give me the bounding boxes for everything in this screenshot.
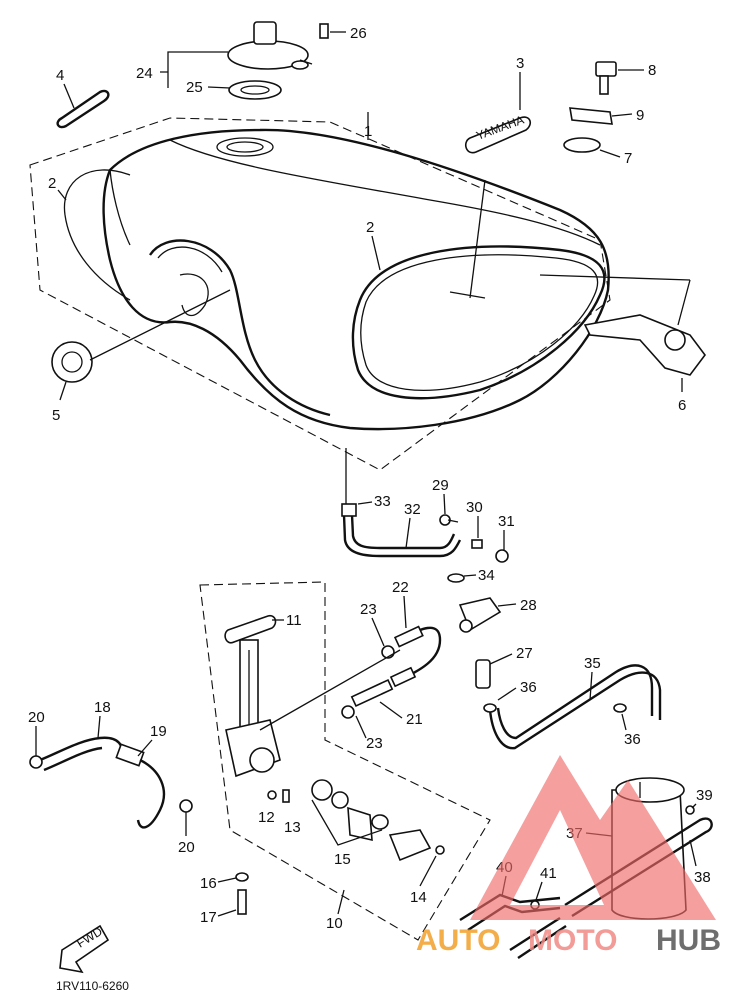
clip-34: [447, 573, 465, 583]
callout-41: 41: [540, 865, 557, 882]
washer-16: [235, 872, 249, 882]
callout-22: 22: [392, 579, 409, 596]
callout-29: 29: [432, 477, 449, 494]
callout-3: 3: [516, 55, 524, 72]
callout-36b: 36: [624, 731, 641, 748]
damper-7: [563, 137, 601, 153]
callout-31: 31: [498, 513, 515, 530]
bolt-8: [595, 61, 617, 95]
callout-28: 28: [520, 597, 537, 614]
watermark-moto: MOTO: [528, 924, 617, 957]
clip-36a: [483, 703, 497, 713]
callout-36a: 36: [520, 679, 537, 696]
callout-24: 24: [136, 65, 153, 82]
callout-4: 4: [56, 67, 64, 84]
callout-38: 38: [694, 869, 711, 886]
clip-36b: [613, 703, 627, 713]
callout-13: 13: [284, 819, 301, 836]
callout-17: 17: [200, 909, 217, 926]
callout-19: 19: [150, 723, 167, 740]
gasket-11: [224, 614, 277, 644]
part-code: 1RV110-6260: [56, 979, 129, 993]
callout-15: 15: [334, 851, 351, 868]
callout-21: 21: [406, 711, 423, 728]
callout-2a: 2: [48, 175, 56, 192]
clamp-33: [341, 503, 357, 517]
callout-14: 14: [410, 889, 427, 906]
callout-labels: 1 2 2 3 4 5 6 7 8 9 10 11 12 13 14 15 16…: [28, 25, 713, 932]
collar-30: [471, 539, 483, 549]
callout-34: 34: [478, 567, 495, 584]
hose-22: [393, 625, 442, 682]
callout-23a: 23: [360, 601, 377, 618]
seal-2-left: [63, 169, 131, 301]
callout-20a: 20: [28, 709, 45, 726]
screw-17: [237, 889, 247, 915]
screw-26: [319, 23, 329, 39]
callout-7: 7: [624, 150, 632, 167]
rubber-seal-4: [56, 89, 110, 129]
callout-20b: 20: [178, 839, 195, 856]
hose-19: [115, 743, 166, 829]
fuel-cock: [225, 639, 401, 778]
fuel-tank: [29, 117, 611, 471]
bracket-6: [539, 274, 706, 376]
clamp-20b: [179, 799, 193, 813]
watermark-auto: AUTO: [416, 924, 500, 957]
callout-10: 10: [326, 915, 343, 932]
callout-5: 5: [52, 407, 60, 424]
callout-27: 27: [516, 645, 533, 662]
fwd-arrow-icon: FWD: [59, 924, 110, 974]
callout-6: 6: [678, 397, 686, 414]
callout-8: 8: [648, 62, 656, 79]
washer-9: [569, 107, 613, 125]
lever-15: [311, 779, 445, 862]
hose-32: [342, 514, 462, 558]
callout-23b: 23: [366, 735, 383, 752]
bolt-29: [439, 514, 459, 526]
callout-25: 25: [186, 79, 203, 96]
watermark-logo: AUTO MOTO HUB: [416, 755, 721, 957]
callout-16: 16: [200, 875, 217, 892]
clamp-23b: [341, 705, 355, 719]
grommet-5: [51, 289, 231, 383]
callout-30: 30: [466, 499, 483, 516]
hose-lower: [509, 916, 567, 959]
watermark-hub: HUB: [656, 924, 721, 957]
callout-2b: 2: [366, 219, 374, 236]
callout-26: 26: [350, 25, 367, 42]
hose-35: [488, 664, 662, 750]
bracket-28: [458, 597, 502, 633]
hose-18: [39, 736, 123, 772]
hose-21: [350, 666, 417, 708]
nut-31: [495, 549, 509, 563]
callout-12: 12: [258, 809, 275, 826]
callout-18: 18: [94, 699, 111, 716]
fuel-cap-assembly: [227, 21, 313, 100]
callout-32: 32: [404, 501, 421, 518]
hose-38: [564, 817, 713, 918]
clamp-20a: [29, 755, 43, 769]
callout-11: 11: [286, 612, 302, 629]
callout-35: 35: [584, 655, 601, 672]
callout-39: 39: [696, 787, 713, 804]
screw-12-13: [267, 789, 290, 803]
filter-27: [475, 659, 491, 689]
callout-33: 33: [374, 493, 391, 510]
callout-9: 9: [636, 107, 644, 124]
emblem-3: YAMAHA: [464, 113, 532, 154]
